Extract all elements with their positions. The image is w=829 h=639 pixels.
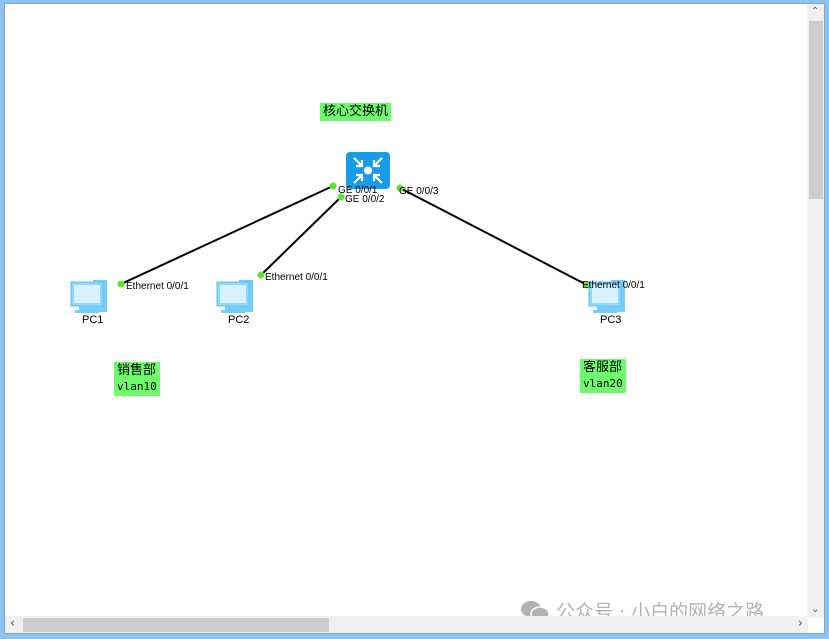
- link-pc1-switch[interactable]: [120, 185, 334, 285]
- watermark: 公众号 · 小白的网络之路: [520, 597, 764, 618]
- topology-window: 核心交换机 GE 0/0/1 GE 0/0/2 GE 0/0/3 Etherne…: [4, 3, 825, 634]
- pc3-name: PC3: [600, 314, 622, 326]
- switch-port-label: GE 0/0/1: [338, 185, 378, 196]
- dept-name: 客服部: [583, 360, 623, 375]
- links-layer: [70, 152, 625, 313]
- port-dot: [337, 193, 345, 201]
- port-dot: [117, 280, 125, 288]
- horizontal-scroll-thumb[interactable]: [23, 618, 329, 632]
- vlan-id: vlan20: [583, 377, 623, 390]
- port-dot: [396, 184, 404, 192]
- scroll-down-arrow[interactable]: ⌄: [811, 604, 820, 615]
- pc-icon[interactable]: [588, 280, 625, 313]
- pc1-name: PC1: [82, 314, 104, 326]
- switch-icon[interactable]: [346, 152, 390, 189]
- link-pc3-switch[interactable]: [399, 187, 588, 286]
- pc-icon[interactable]: [216, 280, 253, 313]
- scroll-up-arrow[interactable]: ⌃: [811, 6, 820, 17]
- port-dot: [329, 182, 337, 190]
- vlan-id: vlan10: [117, 380, 157, 393]
- scroll-right-arrow[interactable]: ›: [797, 616, 803, 631]
- link-pc2-switch[interactable]: [260, 196, 342, 276]
- wechat-icon: [521, 600, 550, 618]
- port-dot: [257, 271, 265, 279]
- scroll-left-arrow[interactable]: ‹: [10, 616, 16, 631]
- pc3-port-label: Ethernet 0/0/1: [582, 280, 645, 291]
- horizontal-scrollbar[interactable]: ‹ ›: [5, 616, 808, 633]
- vlan10-label[interactable]: 销售部 vlan10: [114, 362, 160, 396]
- pc2-name: PC2: [228, 314, 250, 326]
- switch-port-label: GE 0/0/3: [399, 186, 439, 197]
- switch-label[interactable]: 核心交换机: [320, 103, 392, 121]
- vertical-scrollbar[interactable]: ⌃ ⌄: [807, 4, 824, 618]
- switch-name: 核心交换机: [323, 104, 389, 119]
- vertical-scroll-thumb[interactable]: [809, 21, 823, 199]
- pc2-port-label: Ethernet 0/0/1: [265, 272, 328, 283]
- watermark-text: 公众号 · 小白的网络之路: [556, 601, 765, 618]
- dept-name: 销售部: [117, 363, 157, 378]
- topology-canvas[interactable]: 核心交换机 GE 0/0/1 GE 0/0/2 GE 0/0/3 Etherne…: [5, 4, 808, 618]
- pc1-port-label: Ethernet 0/0/1: [126, 281, 189, 292]
- pc-icon[interactable]: [70, 280, 107, 313]
- switch-port-label: GE 0/0/2: [345, 194, 385, 205]
- vlan20-label[interactable]: 客服部 vlan20: [580, 359, 626, 393]
